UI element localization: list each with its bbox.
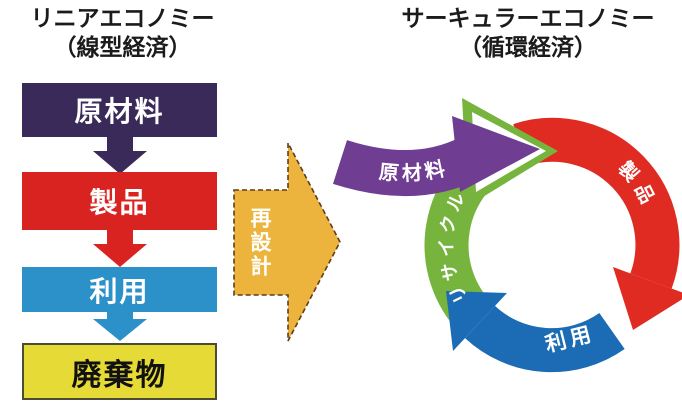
linear-economy-title-line2: （線型経済） [53, 35, 192, 62]
linear-step-product: 製品 [22, 172, 217, 230]
linear-step-raw-materials-label: 原材料 [74, 95, 165, 128]
linear-economy-title-line1: リニアエコノミー [30, 6, 215, 32]
linear-step-product-label: 製品 [89, 186, 150, 219]
cycle-raw-materials-arrowhead-icon [452, 116, 540, 192]
circular-economy-title: サーキュラーエコノミー （循環経済） [378, 5, 678, 64]
circular-economy-title-line1: サーキュラーエコノミー [401, 6, 655, 32]
redesign-arrow-label: 再設計 [248, 207, 272, 279]
linear-step-use: 利用 [22, 267, 217, 312]
linear-step-waste-label: 廃棄物 [71, 357, 168, 393]
redesign-arrow-icon [233, 142, 341, 342]
linear-step-use-label: 利用 [89, 274, 150, 308]
down-arrow-icon-1 [93, 132, 147, 174]
linear-step-waste: 廃棄物 [22, 343, 217, 400]
linear-step-raw-materials: 原材料 [22, 83, 217, 137]
down-arrow-icon-3 [93, 305, 147, 341]
linear-economy-title: リニアエコノミー （線型経済） [0, 5, 245, 64]
circular-economy-title-line2: （循環経済） [459, 35, 597, 62]
cycle-use-arrowhead-icon [446, 291, 507, 351]
cycle-product-arrowhead-icon [613, 267, 682, 330]
down-arrow-icon-2 [93, 224, 147, 267]
